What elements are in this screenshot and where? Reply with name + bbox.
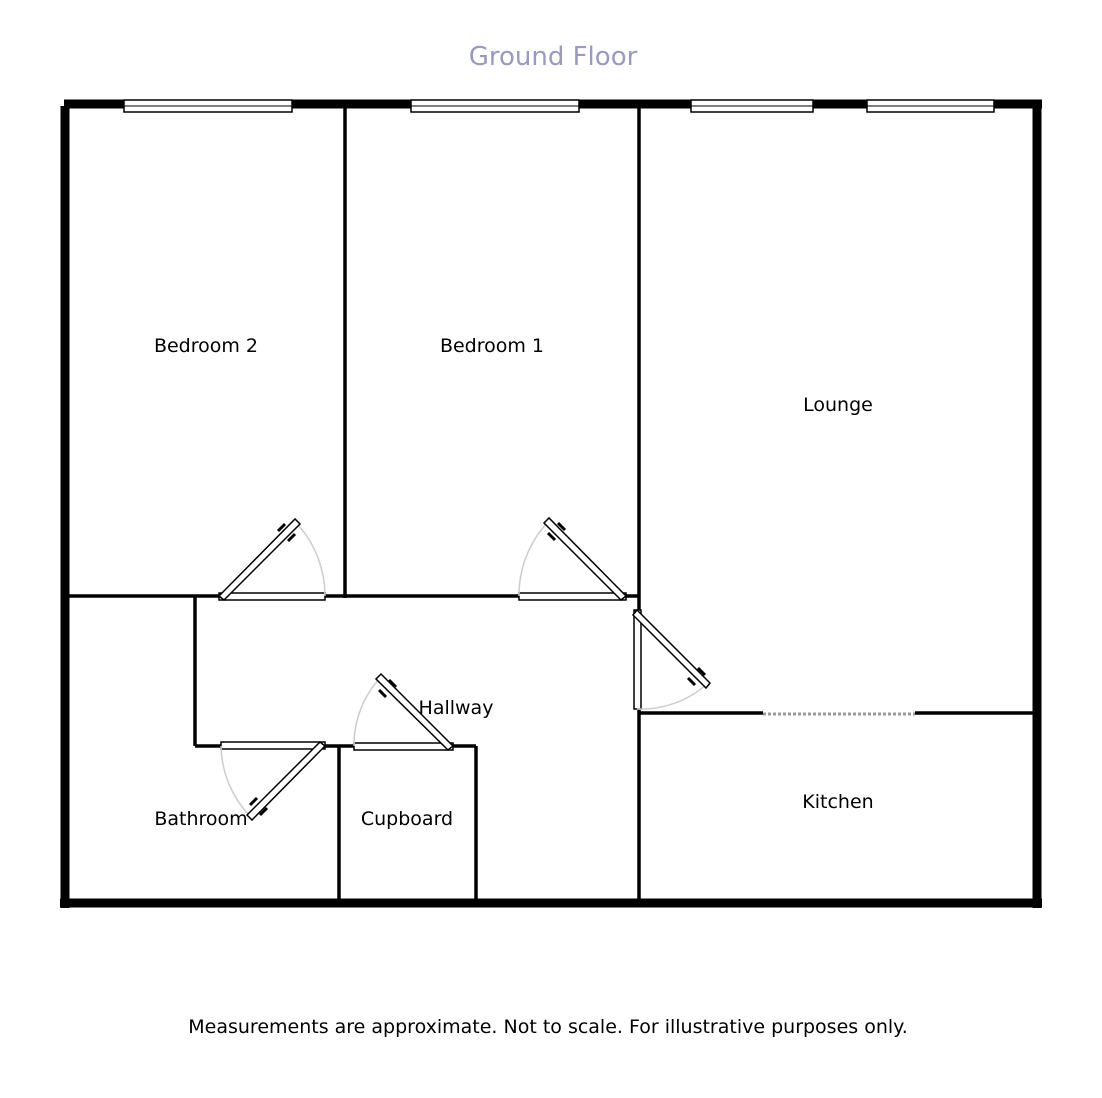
window-lounge-left: [690, 99, 814, 113]
door-cupboard: [353, 672, 455, 752]
interior-walls: [68, 108, 1033, 905]
window-bedroom-2: [123, 99, 293, 113]
windows: [123, 99, 995, 113]
doors: [217, 516, 712, 822]
disclaimer-text: Measurements are approximate. Not to sca…: [188, 1016, 907, 1038]
room-labels: Bedroom 2 Bedroom 1 Lounge Hallway Bathr…: [154, 335, 874, 830]
door-lounge: [631, 608, 712, 710]
window-lounge-right: [866, 99, 995, 113]
door-bathroom: [220, 740, 327, 822]
room-label-hallway: Hallway: [419, 697, 494, 719]
room-label-lounge: Lounge: [803, 394, 873, 416]
door-bedroom-1: [518, 516, 628, 602]
room-label-cupboard: Cupboard: [361, 808, 453, 830]
outer-walls: [60, 99, 1042, 908]
window-bedroom-1: [410, 99, 580, 113]
room-label-bathroom: Bathroom: [154, 808, 247, 830]
room-label-bedroom-2: Bedroom 2: [154, 335, 258, 357]
room-label-kitchen: Kitchen: [802, 791, 873, 813]
door-bedroom-2: [217, 517, 326, 602]
room-label-bedroom-1: Bedroom 1: [440, 335, 544, 357]
floor-title: Ground Floor: [469, 42, 638, 72]
